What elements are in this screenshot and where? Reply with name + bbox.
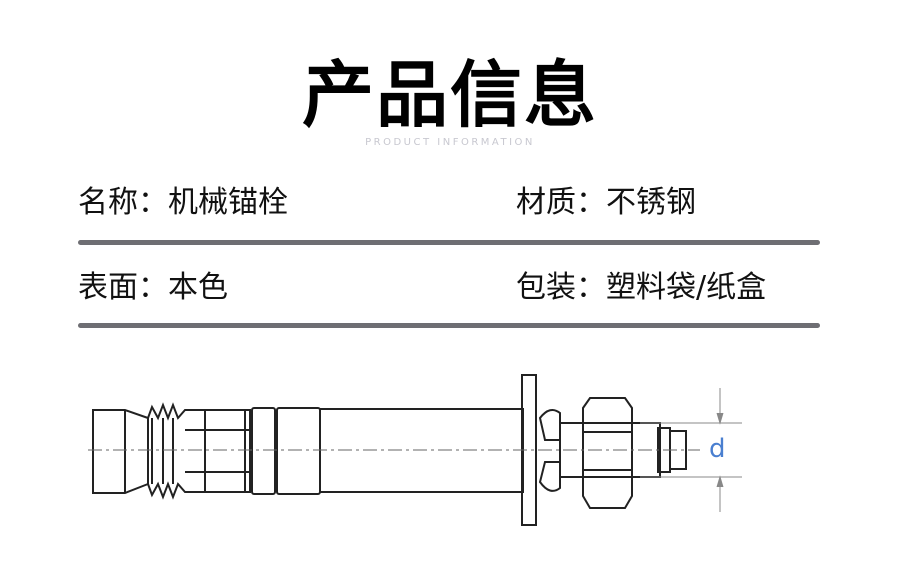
- ring: [276, 407, 321, 495]
- page-title: 产品信息: [301, 53, 598, 137]
- divider: [78, 240, 820, 245]
- page-subtitle: PRODUCT INFORMATION: [365, 137, 535, 148]
- spec-value: 机械锚栓: [168, 185, 288, 220]
- threaded-rod: [559, 422, 661, 478]
- spec-packaging: 包装：塑料袋/纸盒: [516, 268, 766, 308]
- spec-name: 名称：机械锚栓: [78, 183, 288, 223]
- divider: [78, 323, 820, 328]
- dimension-label: d: [709, 434, 726, 464]
- ring: [251, 407, 276, 495]
- hex-nut: [582, 397, 633, 509]
- dimension-d: [640, 388, 742, 512]
- spec-material: 材质：不锈钢: [516, 183, 696, 223]
- sleeve-head: [92, 409, 149, 494]
- spec-label: 包装：: [516, 270, 606, 305]
- spec-value: 本色: [168, 270, 228, 305]
- spec-label: 表面：: [78, 270, 168, 305]
- spec-value: 不锈钢: [606, 185, 696, 220]
- spec-value: 塑料袋/纸盒: [606, 270, 767, 305]
- expansion-sleeve: [147, 402, 251, 500]
- spec-label: 名称：: [78, 185, 168, 220]
- spec-surface: 表面：本色: [78, 268, 228, 308]
- spec-label: 材质：: [516, 185, 606, 220]
